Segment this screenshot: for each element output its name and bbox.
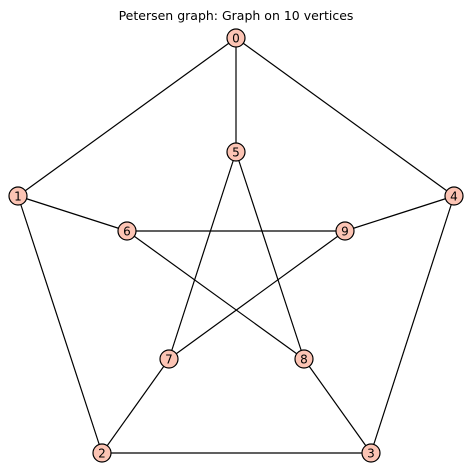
edge-3-4 [370, 195, 455, 454]
node-3: 3 [361, 443, 381, 463]
edges-layer [17, 37, 455, 454]
node-8: 8 [294, 349, 314, 369]
edge-6-8 [126, 230, 305, 360]
node-circle [226, 28, 246, 48]
node-6: 6 [117, 221, 137, 241]
edge-7-9 [168, 230, 346, 360]
node-label: 4 [450, 190, 458, 204]
node-label: 0 [232, 32, 240, 46]
node-label: 6 [123, 225, 131, 239]
edge-0-1 [17, 37, 237, 197]
nodes-layer: 0 1 2 3 4 5 6 7 8 9 [8, 28, 464, 463]
edge-1-2 [17, 195, 103, 454]
node-circle [8, 186, 28, 206]
node-circle [335, 221, 355, 241]
node-label: 1 [14, 190, 22, 204]
node-0: 0 [226, 28, 246, 48]
edge-3-8 [303, 358, 372, 454]
node-1: 1 [8, 186, 28, 206]
node-4: 4 [444, 186, 464, 206]
edge-8-5 [235, 151, 305, 360]
edge-1-6 [17, 195, 128, 232]
node-circle [92, 443, 112, 463]
diagram-title: Petersen graph: Graph on 10 vertices [118, 8, 354, 23]
node-label: 7 [165, 353, 173, 367]
node-label: 5 [232, 146, 240, 160]
node-circle [226, 142, 246, 162]
edge-4-0 [235, 37, 455, 197]
node-circle [159, 349, 179, 369]
node-9: 9 [335, 221, 355, 241]
node-circle [294, 349, 314, 369]
node-label: 2 [98, 447, 106, 461]
node-label: 9 [341, 225, 349, 239]
node-7: 7 [159, 349, 179, 369]
node-circle [444, 186, 464, 206]
node-label: 8 [300, 353, 308, 367]
edge-2-7 [101, 358, 170, 454]
node-2: 2 [92, 443, 112, 463]
node-circle [117, 221, 137, 241]
edge-4-9 [344, 195, 455, 232]
node-label: 3 [367, 447, 375, 461]
edge-5-7 [168, 151, 237, 360]
node-circle [361, 443, 381, 463]
node-5: 5 [226, 142, 246, 162]
